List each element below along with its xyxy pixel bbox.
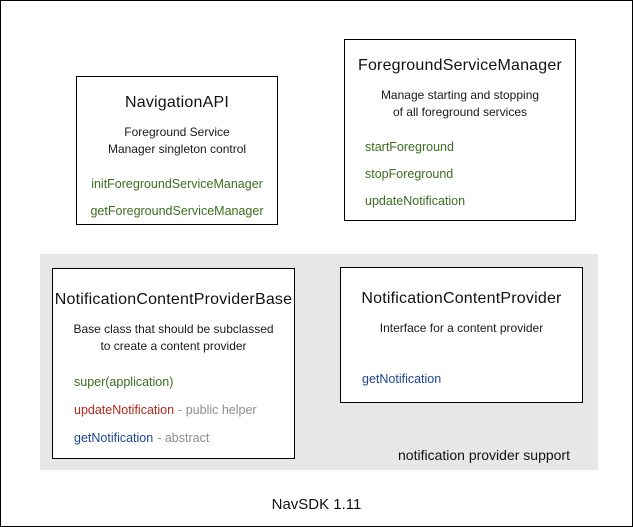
method-list: getNotification [341, 372, 582, 386]
method-list: initForegroundServiceManager getForegrou… [77, 177, 277, 218]
class-title-foreground-service-manager: ForegroundServiceManager [357, 57, 563, 74]
notification-provider-group: NotificationContentProviderBase Base cla… [40, 254, 598, 470]
class-title-notification-content-provider-base: NotificationContentProviderBase [54, 291, 293, 308]
class-title-notification-content-provider: NotificationContentProvider [361, 290, 562, 307]
method-stopforeground: stopForeground [365, 167, 454, 181]
class-box-foreground-service-manager: ForegroundServiceManager Manage starting… [344, 39, 576, 221]
method-startforeground: startForeground [365, 140, 454, 154]
sdk-version-caption: NavSDK 1.11 [271, 496, 362, 513]
class-description-foreground-service-manager: Manage starting and stopping of all fore… [380, 88, 540, 119]
method-list: super(application) updateNotification- p… [53, 375, 294, 445]
group-label: notification provider support [398, 447, 570, 463]
class-description-notification-content-provider: Interface for a content provider [379, 321, 544, 335]
method-updatenotification: updateNotification [365, 194, 466, 208]
class-description-navigation-api: Foreground Service Manager singleton con… [107, 125, 247, 156]
method-getnotification: getNotification [362, 372, 442, 386]
class-box-notification-content-provider: NotificationContentProvider Interface fo… [340, 267, 583, 403]
method-super-application: super(application) [74, 375, 174, 389]
method-getforegroundservicemanager: getForegroundServiceManager [90, 204, 264, 218]
method-updatenotification: updateNotification- public helper [74, 403, 257, 417]
class-title-navigation-api: NavigationAPI [125, 94, 229, 111]
class-box-navigation-api: NavigationAPI Foreground Service Manager… [76, 76, 278, 225]
method-initforegroundservicemanager: initForegroundServiceManager [91, 177, 263, 191]
class-box-notification-content-provider-base: NotificationContentProviderBase Base cla… [52, 268, 295, 459]
class-description-notification-content-provider-base: Base class that should be subclassed to … [73, 322, 274, 353]
method-getnotification: getNotification- abstract [74, 431, 210, 445]
method-list: startForeground stopForeground updateNot… [345, 140, 575, 208]
